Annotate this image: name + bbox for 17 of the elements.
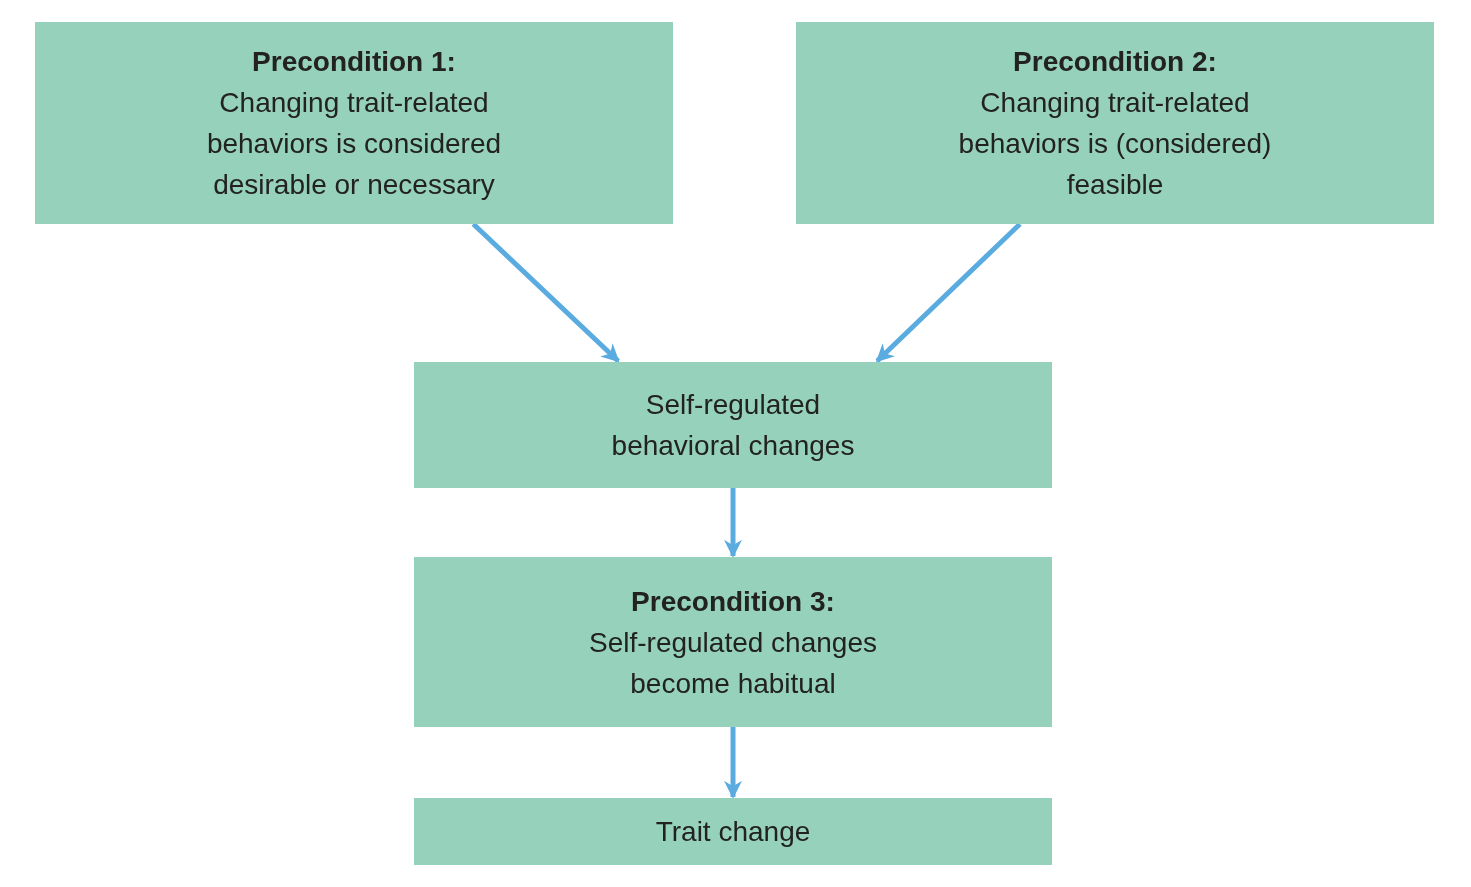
box-text: Self-regulated behavioral changes [610,388,856,463]
process-box [796,22,1434,224]
box-heading: Precondition 3: [631,584,835,619]
arrow [875,222,1022,363]
arrow [724,488,742,558]
box-text: Changing trait-related behaviors is considered desirable or necessary [205,86,503,202]
process-box [414,557,1052,727]
process-box [35,22,673,224]
box-text: Changing trait-related behaviors is (considered) feasible [957,86,1273,202]
box-text: Trait change [655,815,811,849]
process-box [414,798,1052,865]
process-box [414,362,1052,488]
box-text: Self-regulated changes become habitual [588,625,878,701]
box-heading: Precondition 2: [1013,45,1217,79]
box-heading: Precondition 1: [252,45,456,79]
arrow [471,222,620,363]
arrow [724,727,742,799]
